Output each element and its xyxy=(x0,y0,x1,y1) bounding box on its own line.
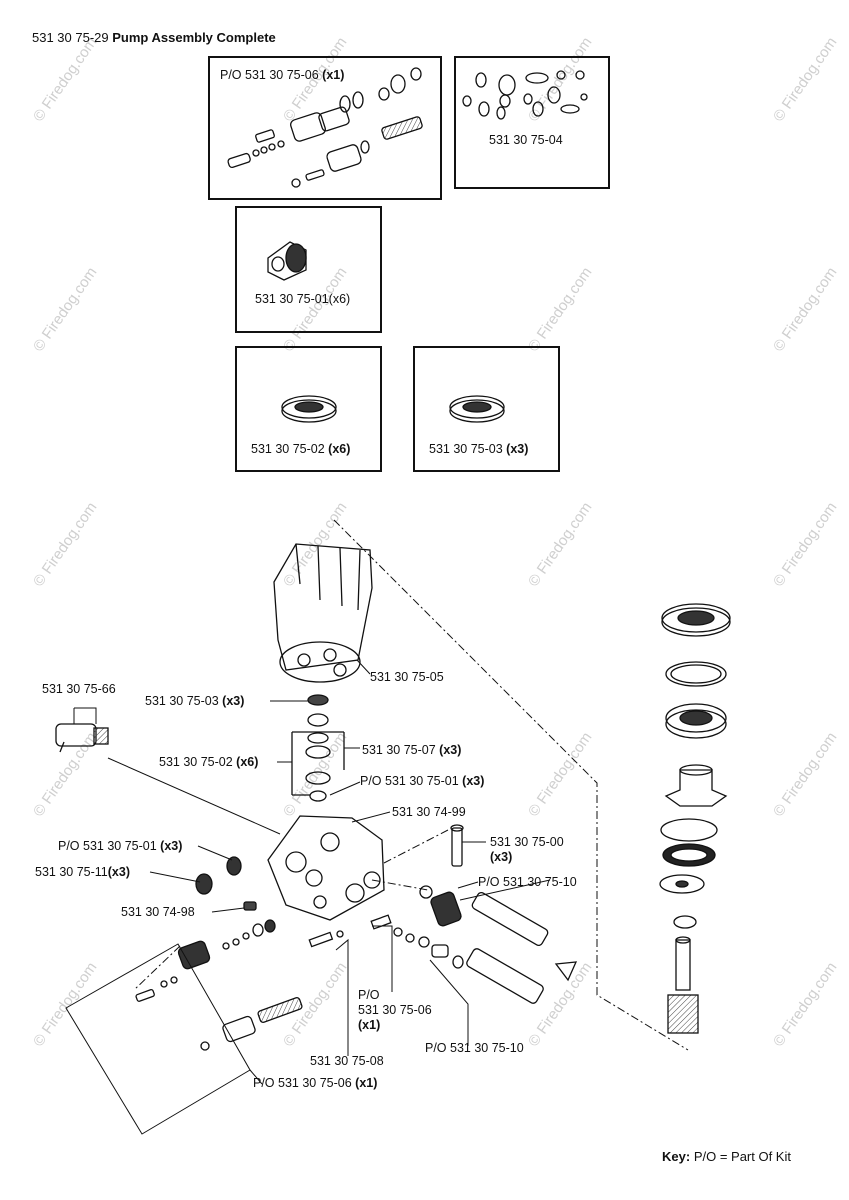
part-code: P/O 531 30 75-06 xyxy=(253,1076,352,1090)
part-code: 531 30 75-04 xyxy=(489,133,563,147)
part-code: 531 30 75-01(x6) xyxy=(255,292,351,306)
part-qty: (x1) xyxy=(355,1076,378,1090)
callout-74-99: 531 30 74-99 xyxy=(392,805,466,820)
assembly-centerlines xyxy=(133,519,689,1051)
part-code: 531 30 75-07 xyxy=(362,743,436,757)
page-title: 531 30 75-29 Pump Assembly Complete xyxy=(32,30,276,45)
part-code: 531 30 75-11 xyxy=(35,865,108,879)
kit-box-01 xyxy=(235,206,382,333)
callout-75-02: 531 30 75-02 (x6) xyxy=(159,755,258,770)
part-qty: (x3) xyxy=(160,839,183,853)
kit04-orings-illustration xyxy=(462,70,588,120)
key-text: P/O = Part Of Kit xyxy=(693,1149,791,1164)
kit-box-04 xyxy=(454,56,610,189)
part-qty: (x3) xyxy=(439,743,462,757)
kit-box-06 xyxy=(208,56,442,200)
part-code: 531 30 75-66 xyxy=(42,682,116,696)
part-qty: (x1) xyxy=(358,1018,381,1032)
part-qty: (x3) xyxy=(490,850,513,864)
kit04-label: 531 30 75-04 xyxy=(489,133,563,148)
callout-75-11: 531 30 75-11(x3) xyxy=(35,865,130,880)
key-label: Key: xyxy=(662,1149,691,1164)
kit01-valve-illustration xyxy=(267,241,307,281)
callout-75-66: 531 30 75-66 xyxy=(42,682,116,697)
callout-po-75-01-upper: P/O 531 30 75-01 (x3) xyxy=(360,774,484,789)
part-code: P/O 531 30 75-06 xyxy=(220,68,319,82)
part-code: P/O 531 30 75-01 xyxy=(58,839,157,853)
kit02-label: 531 30 75-02 (x6) xyxy=(251,442,350,457)
part-code: 531 30 75-02 xyxy=(251,442,325,456)
pump-housing-illustration xyxy=(273,543,373,683)
part-code: 531 30 75-03 xyxy=(429,442,503,456)
part-code: 531 30 75-02 xyxy=(159,755,233,769)
kit03-seal-illustration xyxy=(449,395,505,423)
callout-po-75-06-lower: P/O 531 30 75-06 (x1) xyxy=(253,1076,377,1091)
callout-75-08: 531 30 75-08 xyxy=(310,1054,384,1069)
part-code: 531 30 75-03 xyxy=(145,694,219,708)
kit06-parts-illustration xyxy=(227,67,423,188)
part-code: 531 30 75-08 xyxy=(310,1054,384,1068)
kit01-label: 531 30 75-01(x6) xyxy=(255,292,350,307)
part-qty: (x3) xyxy=(107,865,130,879)
kit-box-03 xyxy=(413,346,560,472)
part-prefix: P/O xyxy=(358,988,380,1002)
part-code: 531 30 75-06 xyxy=(358,1003,432,1017)
part-code: P/O 531 30 75-10 xyxy=(425,1041,524,1055)
callout-75-05: 531 30 75-05 xyxy=(370,670,444,685)
part-code: 531 30 74-99 xyxy=(392,805,466,819)
part-code: 531 30 74-98 xyxy=(121,905,195,919)
part-qty: (x3) xyxy=(462,774,485,788)
part-code: 531 30 75-00 xyxy=(490,835,564,849)
part-qty: (x1) xyxy=(322,68,345,82)
crank-parts-illustration xyxy=(659,603,731,1034)
leader-lines xyxy=(65,659,551,1135)
assembly-code: 531 30 75-29 xyxy=(32,30,109,45)
part-qty: (x3) xyxy=(506,442,529,456)
part-qty: (x6) xyxy=(236,755,259,769)
callout-po-75-01-lower: P/O 531 30 75-01 (x3) xyxy=(58,839,182,854)
manifold-illustration xyxy=(267,815,385,921)
callout-po-75-06-middle: P/O 531 30 75-06 (x1) xyxy=(358,988,432,1033)
callout-75-07: 531 30 75-07 (x3) xyxy=(362,743,461,758)
seal-stack-illustration xyxy=(291,694,345,802)
connector-illustration xyxy=(55,723,109,753)
callout-po-75-10-upper: P/O 531 30 75-10 xyxy=(478,875,577,890)
kit03-label: 531 30 75-03 (x3) xyxy=(429,442,528,457)
callout-75-00: 531 30 75-00 (x3) xyxy=(490,835,564,865)
kit06-label: P/O 531 30 75-06 (x1) xyxy=(220,68,344,83)
part-code: 531 30 75-05 xyxy=(370,670,444,684)
part-code: P/O 531 30 75-10 xyxy=(478,875,577,889)
callout-74-98: 531 30 74-98 xyxy=(121,905,195,920)
legend-key: Key: P/O = Part Of Kit xyxy=(662,1149,791,1164)
assembly-name: Pump Assembly Complete xyxy=(112,30,276,45)
left-valve-parts-illustration xyxy=(135,856,303,1051)
kit-box-02 xyxy=(235,346,382,472)
callout-75-03: 531 30 75-03 (x3) xyxy=(145,694,244,709)
part-code: P/O 531 30 75-01 xyxy=(360,774,459,788)
right-valve-parts-illustration xyxy=(308,824,578,1004)
part-qty: (x6) xyxy=(328,442,351,456)
kit02-seal-illustration xyxy=(281,395,337,423)
callout-po-75-10-lower: P/O 531 30 75-10 xyxy=(425,1041,524,1056)
part-qty: (x3) xyxy=(222,694,245,708)
